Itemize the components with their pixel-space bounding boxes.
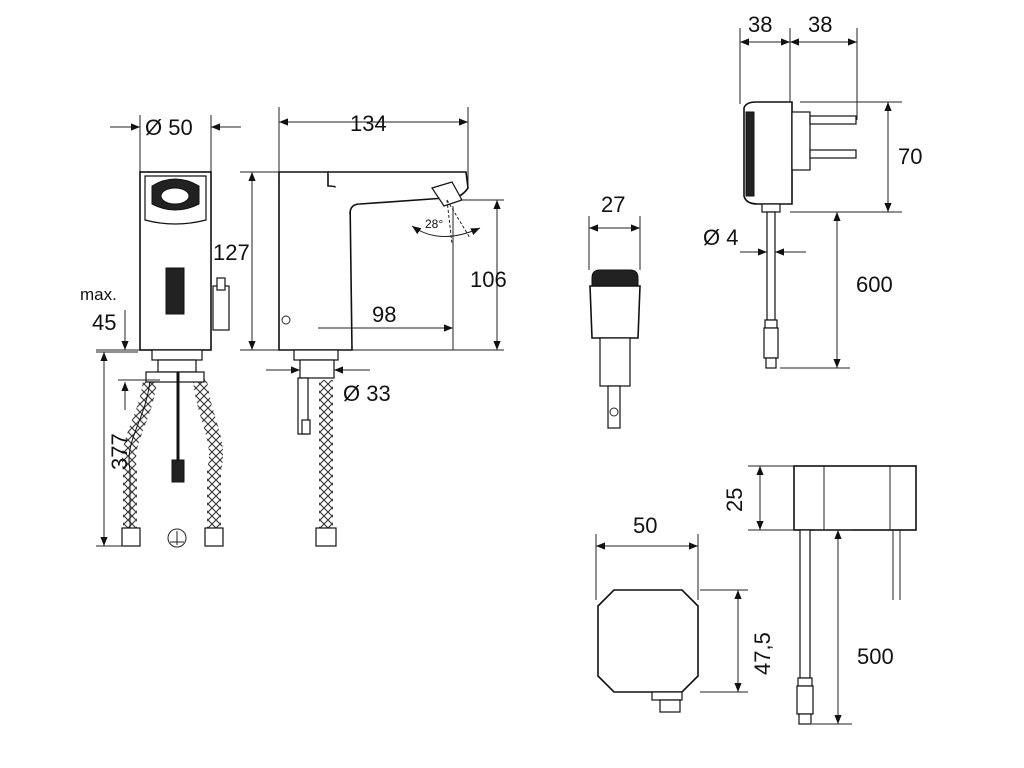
plug-width-label: 27 [601, 192, 625, 217]
adapter-view: 38 38 70 Ø 4 600 [703, 12, 922, 369]
spout-height-label: 106 [470, 267, 507, 292]
faucet-front-view: Ø 50 max. 45 [80, 115, 241, 548]
spout-reach-label: 98 [372, 302, 396, 327]
control-box-side-view: 25 500 [722, 465, 917, 725]
hose-length-label: 377 [107, 433, 132, 470]
faucet-side-view: 134 127 28° 106 98 Ø 33 [213, 107, 507, 547]
max-label: max. [80, 285, 117, 304]
box-width-label: 50 [633, 513, 657, 538]
cable-diameter-label: Ø 4 [703, 225, 738, 250]
adapter-height-label: 70 [898, 144, 922, 169]
cable-length-label: 600 [856, 272, 893, 297]
plug-view: 27 [588, 192, 641, 429]
adapter-width2-label: 38 [808, 12, 832, 37]
box-height-label: 25 [722, 488, 747, 512]
faucet-width-label: 134 [350, 111, 387, 136]
adapter-width1-label: 38 [748, 12, 772, 37]
faucet-diameter-label: Ø 50 [145, 115, 193, 140]
base-diameter-label: Ø 33 [343, 381, 391, 406]
box-cable-length-label: 500 [857, 644, 894, 669]
control-box-front-view: 50 47,5 [595, 513, 775, 713]
box-depth-label: 47,5 [750, 632, 775, 675]
spout-angle-label: 28° [425, 217, 443, 231]
faucet-height-label: 127 [213, 240, 250, 265]
max-value-label: 45 [92, 310, 116, 335]
